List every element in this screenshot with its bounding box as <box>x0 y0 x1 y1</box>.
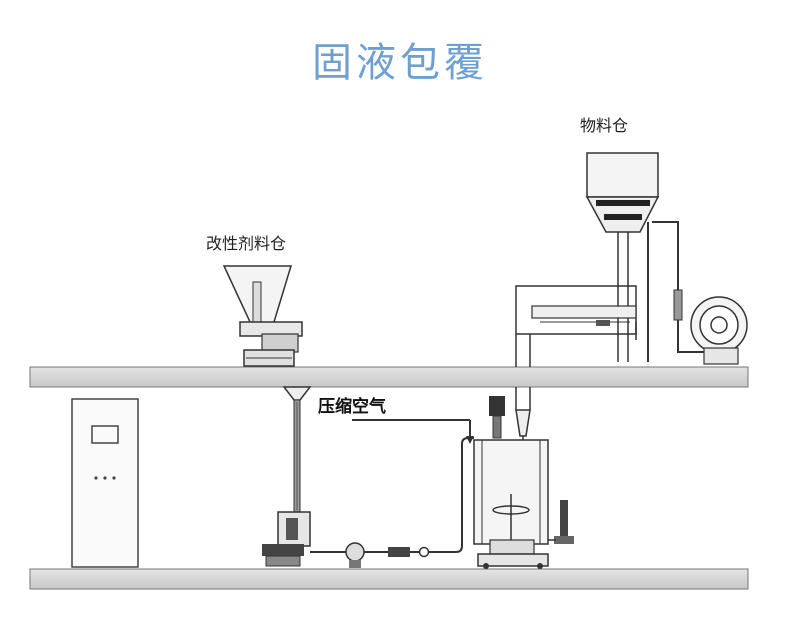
upper-floor <box>29 366 749 388</box>
diagram-title: 固液包覆 <box>312 40 488 86</box>
blower <box>647 221 748 365</box>
modifier-feed-pipe <box>282 386 312 513</box>
control-cabinet <box>71 398 139 568</box>
lower-floor <box>29 568 749 590</box>
modifier-hopper <box>222 265 303 367</box>
material-bin-label: 物料仓 <box>580 116 629 135</box>
feed-conveyor <box>515 285 637 367</box>
compressed-air-label: 压缩空气 <box>318 397 386 417</box>
material-bin <box>585 152 660 362</box>
coating-vessel <box>473 439 574 569</box>
dosing-pump <box>262 437 474 568</box>
modifier-bin-label: 改性剂料仓 <box>206 234 287 253</box>
compressed-air-line <box>352 419 474 444</box>
sensor <box>489 396 505 439</box>
